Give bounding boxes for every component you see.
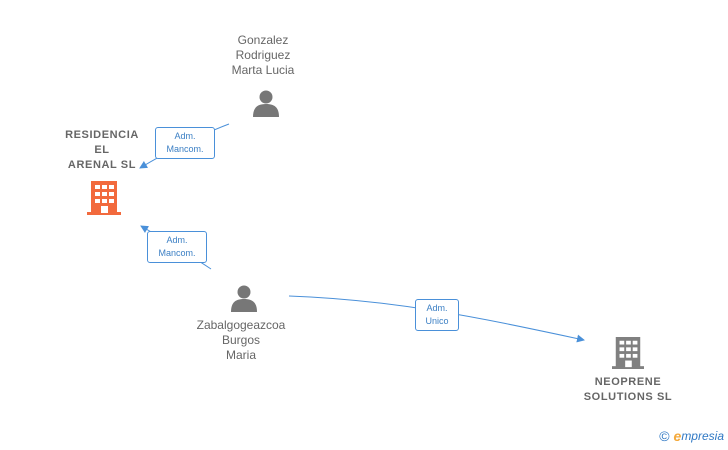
company-name-line: ARENAL SL	[67, 159, 137, 171]
company-label-residencia[interactable]: RESIDENCIA EL ARENAL SL	[52, 128, 152, 173]
building-icon[interactable]	[87, 180, 121, 216]
company-name-line: RESIDENCIA	[65, 129, 139, 141]
edge-role-line: Unico	[425, 316, 449, 326]
person-name-line: Burgos	[221, 333, 261, 347]
brand-rest: mpresia	[681, 429, 724, 443]
person-name-line: Maria	[225, 348, 256, 362]
edge-label-zabalgo-neoprene[interactable]: Adm. Unico	[415, 299, 459, 331]
edge-role-line: Adm.	[174, 131, 196, 141]
company-name-line: NEOPRENE	[594, 376, 662, 388]
edge-role-line: Mancom.	[158, 248, 196, 258]
edge-label-zabalgo-residencia[interactable]: Adm. Mancom.	[147, 231, 207, 263]
person-name-line: Gonzalez	[237, 33, 289, 47]
copyright-icon: ©	[659, 428, 670, 444]
edge-label-gonzalez-residencia[interactable]: Adm. Mancom.	[155, 127, 215, 159]
edge-role-line: Adm.	[166, 235, 188, 245]
person-label-gonzalez[interactable]: Gonzalez Rodriguez Marta Lucia	[213, 33, 313, 78]
brand-initial: e	[673, 428, 682, 444]
person-name-line: Marta Lucia	[231, 63, 295, 77]
empresia-logo: © e mpresia	[659, 428, 724, 444]
person-icon[interactable]	[229, 284, 259, 312]
company-name-line: SOLUTIONS SL	[583, 391, 673, 403]
company-name-line: EL	[94, 144, 110, 156]
building-icon[interactable]	[612, 335, 644, 371]
person-name-line: Zabalgogeazcoa	[196, 318, 286, 332]
person-label-zabalgo[interactable]: Zabalgogeazcoa Burgos Maria	[181, 318, 301, 363]
edge-role-line: Adm.	[426, 303, 448, 313]
company-label-neoprene[interactable]: NEOPRENE SOLUTIONS SL	[572, 375, 684, 405]
person-icon[interactable]	[251, 89, 281, 117]
edge-role-line: Mancom.	[166, 144, 204, 154]
person-name-line: Rodriguez	[235, 48, 291, 62]
